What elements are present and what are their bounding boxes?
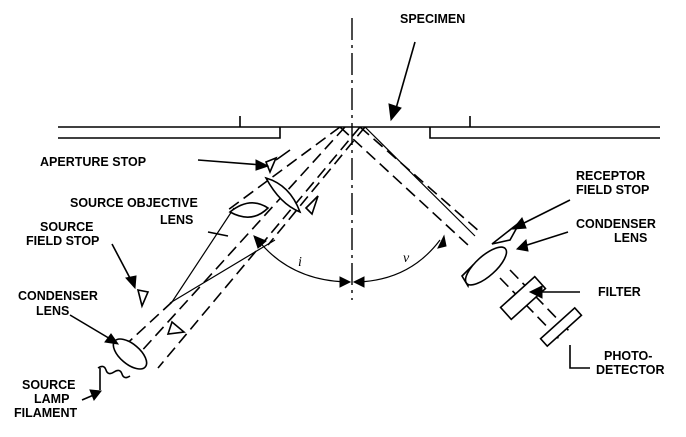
label-photo: PHOTO- [604, 349, 652, 363]
label-detector: DETECTOR [596, 363, 665, 377]
label-aperture-stop: APERTURE STOP [40, 155, 146, 169]
label-receptor-field-stop: FIELD STOP [576, 183, 649, 197]
receptor-condenser-lens [464, 246, 508, 286]
label-source: SOURCE [40, 220, 93, 234]
label-condenser-lens: LENS [36, 304, 69, 318]
label-angle-v: ν [403, 251, 410, 266]
label-arrows [69, 159, 571, 401]
filter [499, 275, 580, 321]
label-source-field-stop: FIELD STOP [26, 234, 99, 248]
angle-arcs [253, 234, 447, 288]
label-angle-i: i [298, 255, 302, 270]
label-specimen: SPECIMEN [400, 12, 465, 26]
label-filter: FILTER [598, 285, 641, 299]
label-lamp: LAMP [34, 392, 69, 406]
source-field-stop [136, 288, 186, 335]
photodetector [539, 306, 590, 369]
label-source2: SOURCE [22, 378, 75, 392]
lamp-filament [97, 365, 131, 390]
receptor-beam [339, 126, 571, 341]
label-condenser-r: CONDENSER [576, 217, 656, 231]
label-condenser: CONDENSER [18, 289, 98, 303]
label-source-objective: SOURCE OBJECTIVE [70, 196, 198, 210]
label-source-objective-lens: LENS [160, 213, 193, 227]
label-filament: FILAMENT [14, 406, 78, 420]
source-objective-lens [228, 176, 302, 218]
label-receptor: RECEPTOR [576, 169, 645, 183]
text-labels: SPECIMEN APERTURE STOP SOURCE OBJECTIVE … [14, 12, 665, 420]
aperture-stop [264, 149, 319, 216]
label-condenser-r-lens: LENS [614, 231, 647, 245]
specimen-arrow [388, 41, 416, 122]
source-beam [119, 126, 366, 369]
